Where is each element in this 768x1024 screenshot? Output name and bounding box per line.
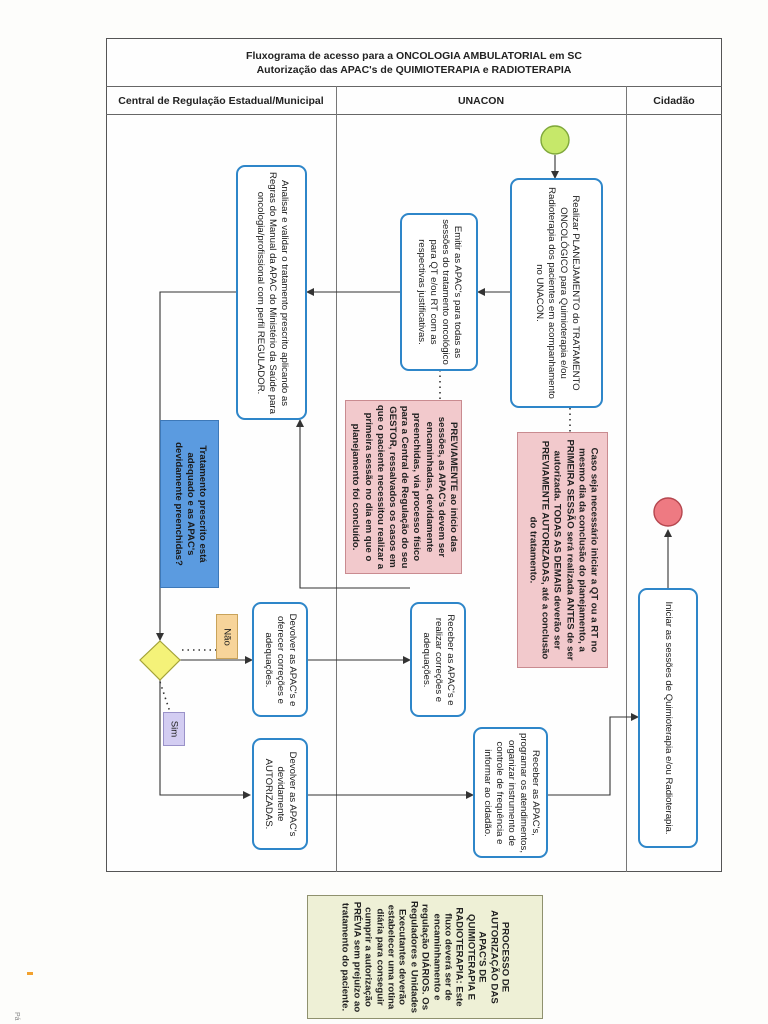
note-previamente: PREVIAMENTE ao início das sessões, as AP… [345,400,462,574]
box-analisar: Analisar e validar o tratamento prescrit… [236,165,307,420]
lane-divider-unacon-cidadao [626,86,627,872]
lane-header-unacon: UNACON [457,95,505,107]
note-previamente-text: PREVIAMENTE ao início das sessões, as AP… [349,404,459,570]
box-emitir-apac: Emitir as APAC's para todas as sessões d… [400,213,478,371]
legend-box: PROCESSO DE AUTORIZAÇÃO DAS APAC'S DE QU… [307,895,543,1019]
branch-nao-text: Não [221,627,233,646]
box-receber-programar-text: Receber as APAC's, programar os atendime… [481,732,541,853]
footer-page-text: Pá [13,1012,20,1021]
note-caso-seja-text: Caso seja necessário iniciar a QT ou a R… [527,439,600,661]
lane-header-central: Central de Regulação Estadual/Municipal [118,95,324,107]
box-devolver-autorizadas-text: Devolver as APAC's devidamente AUTORIZAD… [263,751,298,837]
box-planejamento-text: Realizar PLANEJAMENTO do TRATAMENTO ONCO… [533,187,581,399]
lane-divider-central-unacon [336,86,337,872]
title-divider [106,86,722,87]
box-devolver-correcoes: Devolver as APAC's e oferecer correções … [252,602,308,717]
box-planejamento: Realizar PLANEJAMENTO do TRATAMENTO ONCO… [510,178,603,408]
title-line-2: Autorização das APAC's de QUIMIOTERAPIA … [256,64,572,76]
decision-question-text: Tratamento prescrito está adequado e as … [172,442,208,566]
lane-header-cidadao: Cidadão [653,95,695,107]
box-receber-correcoes: Receber as APAC's e realizar correções e… [410,602,466,717]
box-devolver-autorizadas: Devolver as APAC's devidamente AUTORIZAD… [252,738,308,850]
box-iniciar-sessoes: Iniciar as sessões de Quimioterapia e/ou… [638,588,698,848]
arrow-programar-iniciar [548,713,639,796]
legend-text: PROCESSO DE AUTORIZAÇÃO DAS APAC'S DE QU… [339,901,511,1013]
arrow-decisao-autorizadas [159,680,251,799]
box-analisar-text: Analisar e validar o tratamento prescrit… [254,171,290,414]
footer-orange-mark [27,972,33,975]
box-devolver-correcoes-text: Devolver as APAC's e oferecer correções … [263,613,298,706]
branch-nao: Não [216,614,238,659]
decision-question: Tratamento prescrito está adequado e as … [160,420,219,588]
note-caso-seja: Caso seja necessário iniciar a QT ou a R… [517,432,608,668]
box-receber-correcoes-text: Receber as APAC's e realizar correções e… [421,613,456,706]
title-line-1: Fluxograma de acesso para a ONCOLOGIA AM… [246,50,582,62]
flowchart-title: Fluxograma de acesso para a ONCOLOGIA AM… [106,40,722,86]
dotted-decisao-sim [159,681,171,713]
arrow-receber-analisar [296,419,410,589]
branch-sim-text: Sim [168,720,180,738]
box-iniciar-sessoes-text: Iniciar as sessões de Quimioterapia e/ou… [663,601,674,835]
decision-diamond [139,640,181,681]
box-receber-programar: Receber as APAC's, programar os atendime… [473,727,548,858]
start-node [540,125,570,155]
end-node [653,497,683,527]
box-emitir-apac-text: Emitir as APAC's para todas as sessões d… [416,219,463,365]
branch-sim: Sim [163,712,185,746]
lane-header-divider [106,114,722,115]
